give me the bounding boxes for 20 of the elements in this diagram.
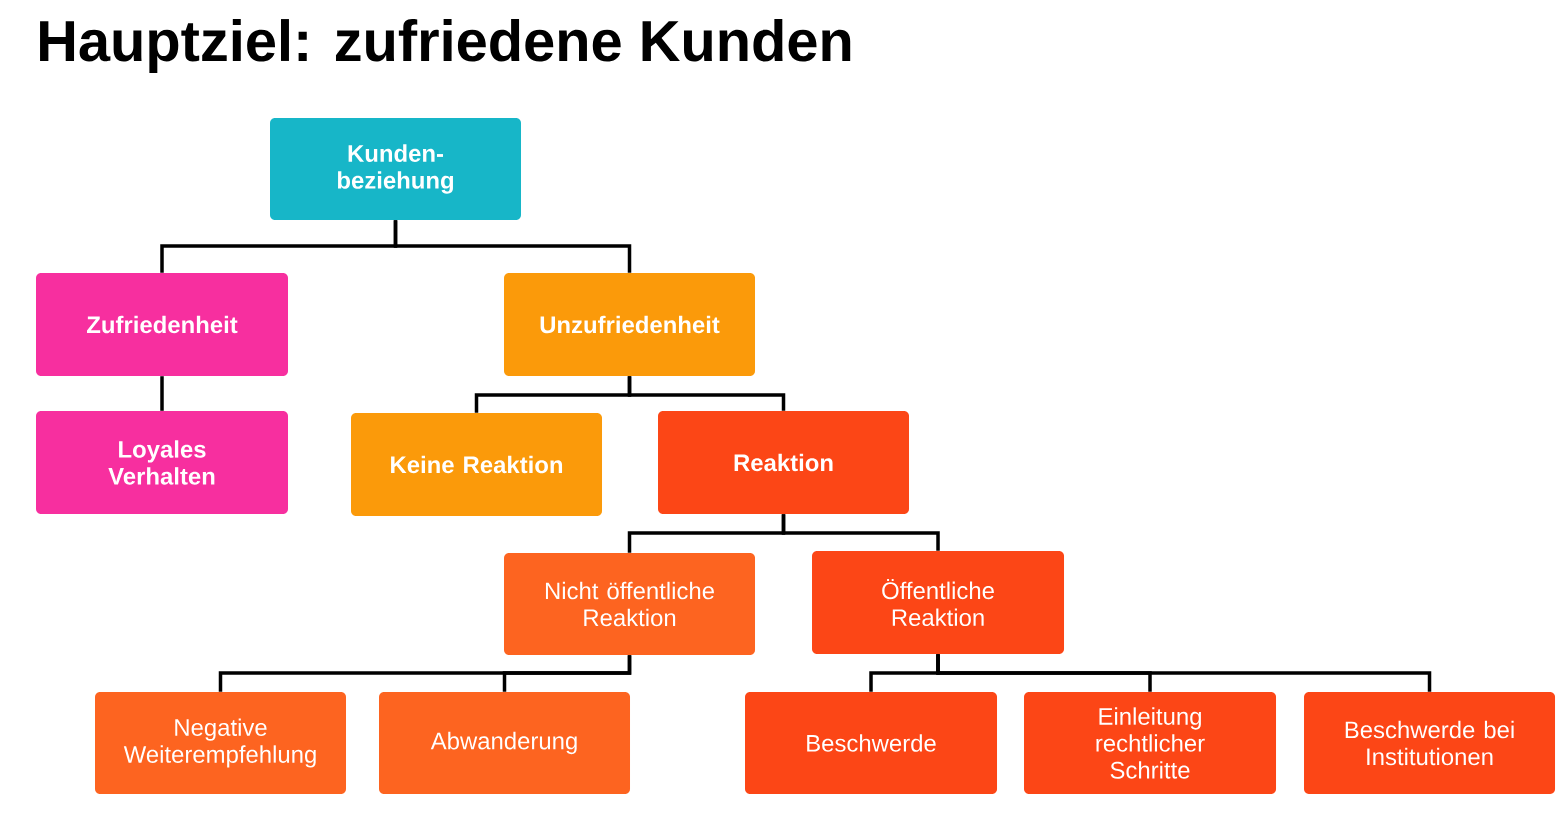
connector-line — [502, 655, 632, 692]
process-box: Loyales Verhalten — [36, 411, 288, 514]
process-box: Beschwerde bei Institutionen — [1304, 692, 1555, 794]
process-box: Reaktion — [658, 411, 909, 514]
connector-line — [781, 514, 940, 551]
connector-line — [393, 220, 632, 273]
process-box: Unzufriedenheit — [504, 273, 755, 376]
process-box: Kunden- beziehung — [270, 118, 521, 220]
connector-line — [936, 654, 1432, 692]
process-box: Nicht öffentliche Reaktion — [504, 553, 755, 655]
process-box: Öffentliche Reaktion — [812, 551, 1064, 654]
connector-line — [160, 376, 164, 411]
title: Hauptziel: zufriedene Kunden — [40, 19, 851, 73]
process-box: Beschwerde — [745, 692, 997, 794]
process-box: Zufriedenheit — [36, 273, 288, 376]
process-box: Einleitung rechtlicher Schritte — [1024, 692, 1276, 794]
process-box: Keine Reaktion — [351, 413, 602, 516]
process-box: Abwanderung — [379, 692, 630, 794]
connector-line — [627, 376, 786, 411]
process-box: Negative Weiterempfehlung — [95, 692, 346, 794]
